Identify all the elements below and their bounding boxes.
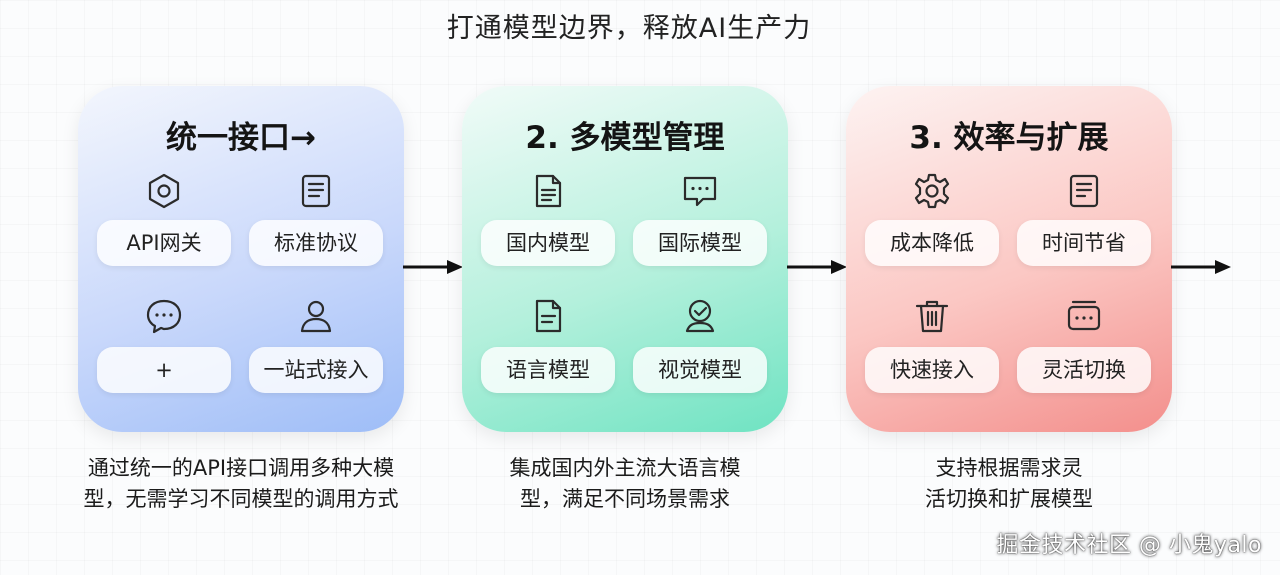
- pill-one-stop-access: 一站式接入: [249, 347, 383, 393]
- description-multi-model: 集成国内外主流大语言模 型，满足不同场景需求: [478, 453, 772, 515]
- pill-fast-access: 快速接入: [865, 347, 999, 393]
- pill-domestic-models: 国内模型: [481, 220, 615, 266]
- flow-arrow-3: [1171, 257, 1231, 277]
- description-line: 型，满足不同场景需求: [520, 487, 730, 511]
- card-title: 统一接口→: [166, 120, 316, 156]
- document-icon: [528, 171, 568, 211]
- description-line: 通过统一的API接口调用多种大模: [87, 456, 395, 480]
- description-line: 活切换和扩展模型: [925, 487, 1093, 511]
- pill-standard-protocol: 标准协议: [249, 220, 383, 266]
- file-icon: [528, 296, 568, 336]
- page-title: 打通模型边界，释放AI生产力: [446, 13, 812, 44]
- pill-flexible-switching: 灵活切换: [1017, 347, 1151, 393]
- document-icon: [296, 171, 336, 211]
- description-line: 支持根据需求灵: [935, 456, 1083, 480]
- verified-user-icon: [680, 296, 720, 336]
- gear-icon: [912, 171, 952, 211]
- message-icon: [680, 171, 720, 211]
- user-icon: [296, 296, 336, 336]
- card-icon: [1064, 296, 1104, 336]
- pill-international-models: 国际模型: [633, 220, 767, 266]
- pill-cost-reduction: 成本降低: [865, 220, 999, 266]
- hexagon-icon: [144, 171, 184, 211]
- card-unified-interface: 统一接口→ API网关 标准协议 + 一站式接入: [78, 86, 404, 432]
- card-title: 2. 多模型管理: [525, 120, 725, 156]
- pill-language-models: 语言模型: [481, 347, 615, 393]
- flow-arrow-2: [787, 257, 847, 277]
- description-efficiency: 支持根据需求灵 活切换和扩展模型: [902, 453, 1116, 515]
- description-unified-interface: 通过统一的API接口调用多种大模 型，无需学习不同模型的调用方式: [68, 453, 414, 515]
- pill-plus: +: [97, 347, 231, 393]
- pill-time-saving: 时间节省: [1017, 220, 1151, 266]
- watermark: 掘金技术社区 @ 小鬼yalo: [996, 533, 1262, 558]
- pill-vision-models: 视觉模型: [633, 347, 767, 393]
- chat-bubble-icon: [144, 296, 184, 336]
- card-multi-model-management: 2. 多模型管理 国内模型 国际模型: [462, 86, 788, 432]
- document-icon: [1064, 171, 1104, 211]
- trash-icon: [912, 296, 952, 336]
- pill-api-gateway: API网关: [97, 220, 231, 266]
- card-efficiency-and-extension: 3. 效率与扩展 成本降低 时间节省: [846, 86, 1172, 432]
- flow-arrow-1: [403, 257, 463, 277]
- description-line: 集成国内外主流大语言模: [509, 456, 741, 480]
- description-line: 型，无需学习不同模型的调用方式: [83, 487, 399, 511]
- card-title: 3. 效率与扩展: [909, 120, 1109, 156]
